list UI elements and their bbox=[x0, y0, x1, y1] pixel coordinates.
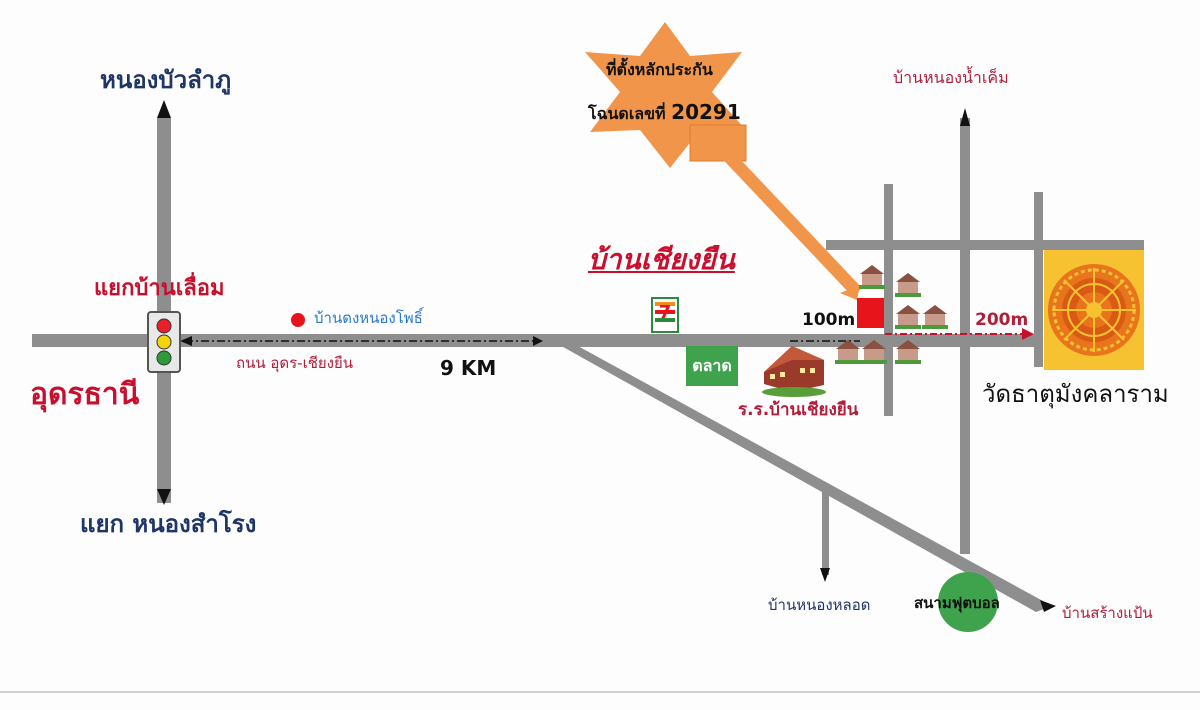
deed-number: 20291 bbox=[671, 100, 741, 124]
market-box bbox=[686, 346, 738, 386]
label-city: อุดรธานี bbox=[30, 377, 140, 412]
label-intersection: แยกบ้านเลื่อม bbox=[94, 276, 225, 301]
football-field-circle bbox=[938, 572, 998, 632]
store-number: 7 bbox=[658, 302, 672, 323]
label-road-name: ถนน อุดร-เชียงยืน bbox=[236, 354, 354, 372]
land-plot-marker bbox=[857, 298, 884, 328]
roads bbox=[32, 118, 1144, 612]
arrow-south-icon bbox=[157, 489, 171, 505]
road-north-right bbox=[960, 118, 970, 554]
label-200m: 200m bbox=[975, 310, 1029, 330]
collateral-star-icon bbox=[585, 22, 862, 300]
road-village-top bbox=[826, 240, 1144, 250]
label-village-marker: บ้านดงหนองโพธิ์ bbox=[314, 309, 423, 327]
label-south: แยก หนองสำโรง bbox=[80, 510, 257, 538]
star-line2-wrap: โฉนดเลขที่ 20291 bbox=[588, 102, 741, 122]
road-temple bbox=[1034, 192, 1043, 367]
road-north-south bbox=[157, 118, 171, 503]
label-north: หนองบัวลำภู bbox=[100, 66, 232, 94]
school-building-icon bbox=[762, 346, 826, 397]
temple-icon bbox=[1044, 250, 1144, 370]
road-village-left bbox=[884, 184, 893, 416]
label-southeast: บ้านสร้างแป้น bbox=[1062, 604, 1153, 622]
arrow-south-mid-icon bbox=[820, 568, 830, 582]
label-field: สนามฟุตบอล bbox=[914, 594, 1000, 612]
label-village: บ้านเชียงยืน bbox=[588, 243, 735, 276]
road-south-mid bbox=[822, 490, 829, 575]
label-100m: 100m bbox=[802, 310, 856, 330]
star-line1: ที่ตั้งหลักประกัน bbox=[606, 60, 713, 79]
label-school: ร.ร.บ้านเชียงยืน bbox=[738, 400, 859, 420]
distance-lines bbox=[180, 328, 1034, 346]
road-arrows bbox=[157, 100, 1056, 612]
label-distance: 9 KM bbox=[440, 356, 497, 380]
label-temple: วัดธาตุมังคลาราม bbox=[982, 380, 1169, 408]
convenience-store-icon bbox=[651, 297, 679, 333]
village-marker-dot bbox=[291, 313, 305, 327]
label-north-right: บ้านหนองน้ำเค็ม bbox=[893, 68, 1009, 87]
label-south-mid: บ้านหนองหลอด bbox=[768, 596, 871, 614]
house-icons bbox=[835, 265, 948, 364]
arrow-north-icon bbox=[157, 100, 171, 118]
arrow-southeast-icon bbox=[1040, 600, 1056, 612]
label-market: ตลาด bbox=[692, 356, 732, 375]
arrow-north-right-icon bbox=[960, 108, 970, 126]
star-line2: โฉนดเลขที่ bbox=[588, 104, 672, 123]
road-southeast bbox=[540, 334, 1052, 612]
traffic-light-icon bbox=[147, 311, 181, 373]
